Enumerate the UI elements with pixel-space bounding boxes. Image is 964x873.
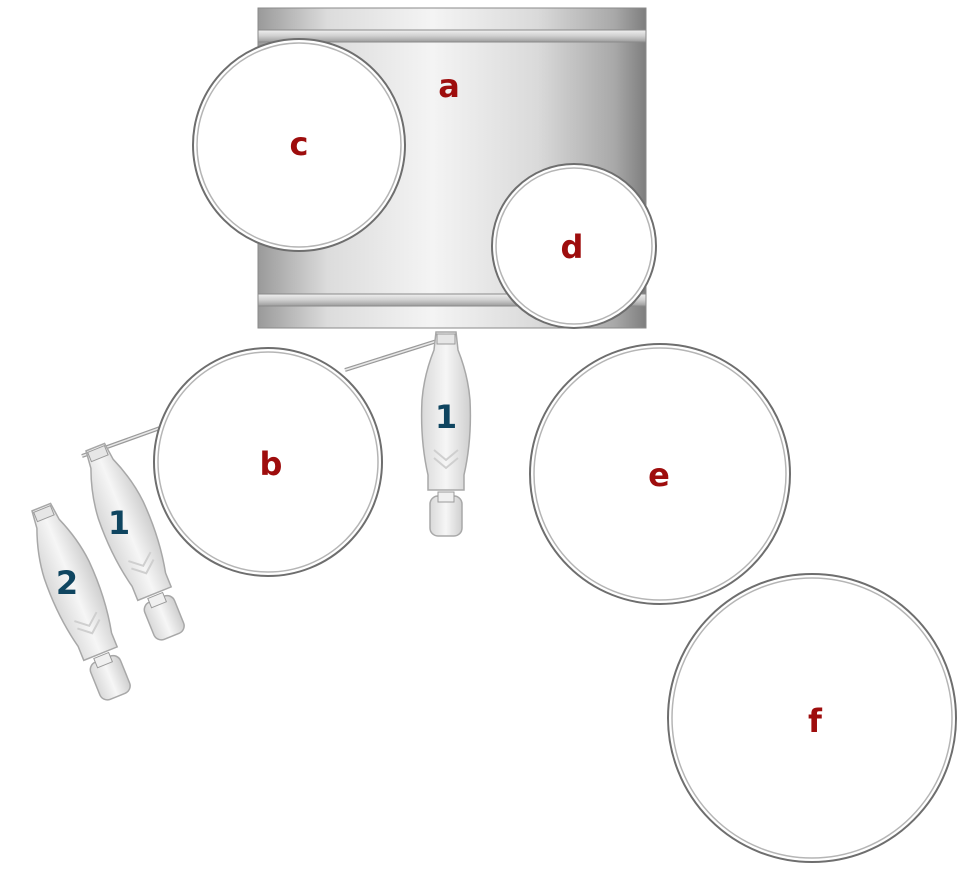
pedal-left-1[interactable] (73, 438, 195, 645)
pedal-main[interactable] (420, 331, 472, 537)
label-drum-b: b (260, 445, 283, 483)
drum-c[interactable] (192, 38, 406, 252)
label-bass-drum: a (438, 67, 460, 105)
label-pedal-main: 1 (435, 398, 457, 436)
label-drum-f: f (808, 702, 823, 740)
label-pedal-left-2: 2 (56, 564, 78, 602)
drum-f[interactable] (667, 573, 957, 863)
label-pedal-left-1: 1 (108, 504, 130, 542)
drum-e[interactable] (529, 343, 791, 605)
drum-d[interactable] (491, 163, 657, 329)
label-drum-e: e (648, 456, 670, 494)
label-drum-c: c (290, 125, 309, 163)
label-drum-d: d (561, 228, 584, 266)
drum-b[interactable] (153, 347, 383, 577)
pedal-left-2[interactable] (19, 498, 141, 705)
